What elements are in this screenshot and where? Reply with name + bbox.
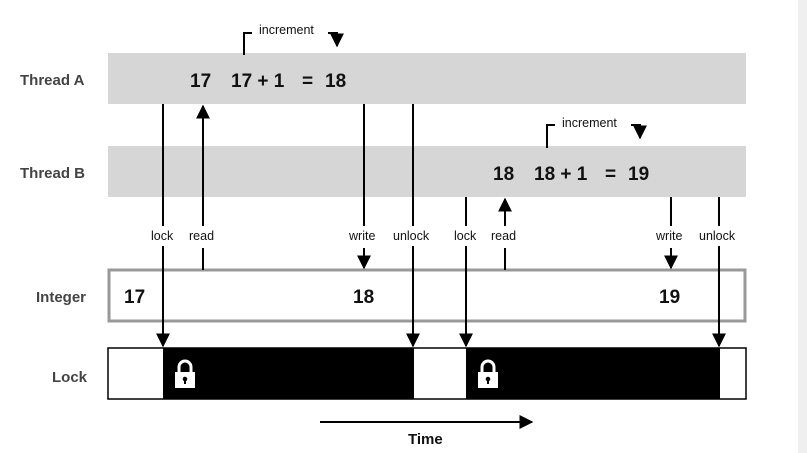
thread-b-expression: 18 + 1: [534, 164, 588, 185]
lock-held-b: [466, 348, 720, 399]
thread-a-read-label: read: [189, 229, 214, 243]
lock-held-a: [163, 348, 414, 399]
right-edge-strip: [798, 0, 807, 453]
thread-a-result: 18: [325, 71, 346, 92]
thread-a-increment-bracket: increment: [243, 23, 344, 55]
integer-value-after-b: 19: [659, 287, 680, 308]
thread-a-expression: 17 + 1: [231, 71, 285, 92]
thread-a-bar: [108, 53, 746, 104]
thread-b-read-label: read: [491, 229, 516, 243]
integer-label: Integer: [36, 289, 86, 306]
integer-value-initial: 17: [124, 287, 145, 308]
integer-value-after-a: 18: [353, 287, 374, 308]
thread-b-result: 19: [628, 164, 649, 185]
thread-b-increment-bracket: increment: [546, 116, 647, 148]
thread-b-unlock-label: unlock: [699, 229, 736, 243]
thread-a-write-label: write: [348, 229, 375, 243]
padlock-icon: [175, 359, 195, 388]
thread-a-unlock-label: unlock: [393, 229, 430, 243]
thread-a-lock-label: lock: [151, 229, 174, 243]
thread-b-increment-label: increment: [562, 116, 617, 130]
time-label: Time: [408, 431, 443, 448]
thread-a-read-value: 17: [190, 71, 211, 92]
thread-a-equals: =: [302, 71, 313, 92]
thread-b-label: Thread B: [20, 165, 85, 182]
thread-b-lock-label: lock: [454, 229, 477, 243]
integer-box: [107, 268, 747, 323]
thread-b-equals: =: [605, 164, 616, 185]
thread-b-write-label: write: [655, 229, 682, 243]
padlock-icon: [478, 359, 498, 388]
thread-a-label: Thread A: [20, 72, 85, 89]
thread-b-bar: [108, 146, 746, 197]
thread-b-read-value: 18: [493, 164, 514, 185]
lock-label: Lock: [52, 369, 88, 386]
thread-a-increment-label: increment: [259, 23, 314, 37]
